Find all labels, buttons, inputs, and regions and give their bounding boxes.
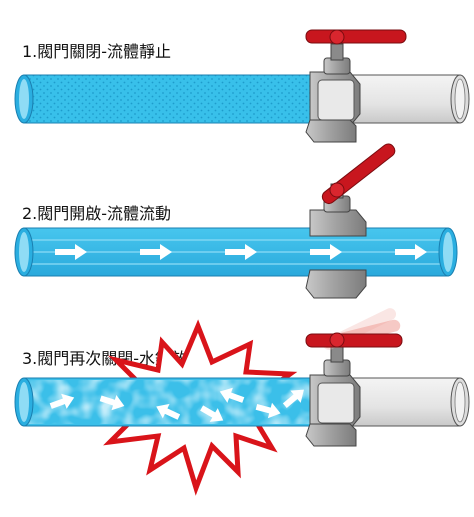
- flow-arrow-icon: [219, 387, 245, 403]
- chaotic-arrows: [49, 387, 304, 422]
- flow-arrow-icon: [225, 244, 257, 260]
- flow-arrow-icon: [310, 244, 342, 260]
- step-1-title: 1.閥門關閉-流體靜止: [22, 42, 172, 61]
- step-2-group: [14, 143, 458, 299]
- flow-arrow-icon: [395, 244, 427, 260]
- step-2-title: 2.閥門開啟-流體流動: [22, 204, 172, 223]
- step-3-turbulent-water-pipe: [14, 377, 325, 427]
- flow-arrow-icon: [55, 244, 87, 260]
- valve-icon: [305, 29, 407, 143]
- flow-arrow-icon: [140, 244, 172, 260]
- flow-arrow-icon: [156, 403, 181, 420]
- step-3-group: [14, 308, 470, 496]
- step-3-empty-pipe: [349, 377, 470, 427]
- flow-arrows: [55, 244, 427, 260]
- step-1-static-water-pipe: [14, 74, 325, 124]
- flow-arrow-icon: [99, 395, 125, 411]
- valve-icon: [305, 143, 396, 299]
- flow-arrow-icon: [200, 405, 224, 422]
- valve-icon: [305, 308, 403, 447]
- step-1-group: [14, 29, 470, 143]
- flow-arrow-icon: [49, 393, 75, 409]
- flow-arrow-icon: [282, 389, 304, 409]
- flow-arrow-icon: [255, 402, 281, 419]
- step-1-empty-pipe: [349, 74, 470, 124]
